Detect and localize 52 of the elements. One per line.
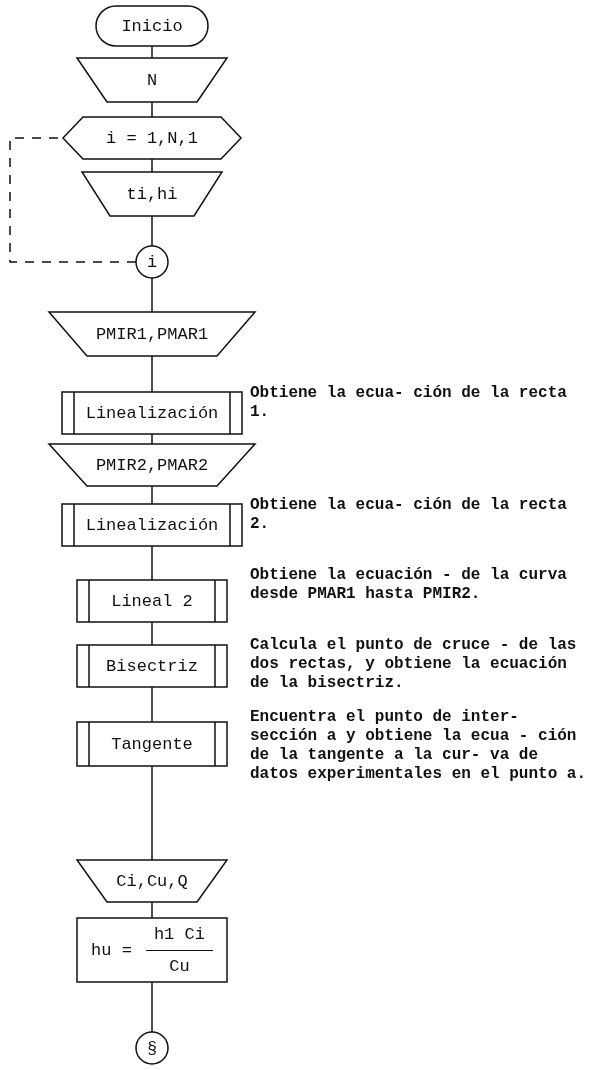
annotation-text: Obtiene la ecua- ción de la recta 1. bbox=[250, 384, 568, 422]
flow-line bbox=[151, 981, 153, 1033]
subroutine-box bbox=[77, 722, 227, 766]
node-label: ti,hi bbox=[126, 184, 178, 204]
flow-line bbox=[151, 215, 153, 247]
flow-line bbox=[151, 686, 153, 723]
node-label: Linealización bbox=[85, 403, 219, 423]
annotation-text: Obtiene la ecua- ción de la recta 2. bbox=[250, 496, 568, 534]
denominator: Cu bbox=[169, 955, 190, 976]
flow-line bbox=[151, 433, 153, 445]
subroutine-box bbox=[77, 580, 227, 622]
node-label: § bbox=[146, 1038, 158, 1058]
dashed-loop-line bbox=[9, 137, 137, 263]
subroutine-box bbox=[62, 392, 242, 434]
flow-line bbox=[151, 765, 153, 861]
numerator: h1 Ci bbox=[145, 924, 213, 951]
node-label: Tangente bbox=[111, 734, 193, 754]
flow-line bbox=[151, 485, 153, 505]
flow-line bbox=[151, 621, 153, 646]
flow-line bbox=[151, 277, 153, 313]
flow-line bbox=[151, 545, 153, 581]
annotation-text: Calcula el punto de cruce - de las dos rectas, y obtiene la ecuación de la bisectriz. bbox=[250, 636, 578, 693]
flow-line bbox=[151, 901, 153, 919]
connector-circle bbox=[136, 246, 168, 278]
node-label: Inicio bbox=[121, 16, 183, 36]
node-label: Bisectriz bbox=[106, 656, 198, 676]
node-label: PMIR1,PMAR1 bbox=[95, 324, 209, 344]
input-trapezoid bbox=[82, 172, 222, 216]
node-label: PMIR2,PMAR2 bbox=[95, 455, 209, 475]
process-box bbox=[77, 918, 227, 982]
node-label: Lineal 2 bbox=[111, 591, 193, 611]
flow-line bbox=[151, 45, 153, 59]
subroutine-box bbox=[77, 645, 227, 687]
flow-line bbox=[151, 158, 153, 173]
annotation-text: Obtiene la ecuación - de la curva desde PMAR1 hasta PMIR2. bbox=[250, 566, 568, 604]
input-trapezoid bbox=[77, 58, 227, 102]
input-trapezoid bbox=[77, 860, 227, 902]
node-label: i = 1,N,1 bbox=[106, 128, 198, 148]
connector-circle bbox=[136, 1032, 168, 1064]
loop-hexagon bbox=[63, 117, 241, 159]
node-label: N bbox=[146, 70, 158, 90]
input-trapezoid bbox=[49, 444, 255, 486]
formula-text: hu = bbox=[91, 940, 132, 960]
node-label: i bbox=[146, 252, 158, 272]
flow-line bbox=[151, 101, 153, 118]
subroutine-box bbox=[62, 504, 242, 546]
terminal-shape bbox=[96, 6, 208, 46]
node-label: Ci,Cu,Q bbox=[116, 871, 188, 891]
node-label: Linealización bbox=[85, 515, 219, 535]
annotation-text: Encuentra el punto de inter- sección a y obtiene la ecua - ción de la tangente a la cur- va de datos experimentales en el punto a. bbox=[250, 708, 588, 784]
input-trapezoid bbox=[49, 312, 255, 356]
flow-line bbox=[151, 355, 153, 393]
